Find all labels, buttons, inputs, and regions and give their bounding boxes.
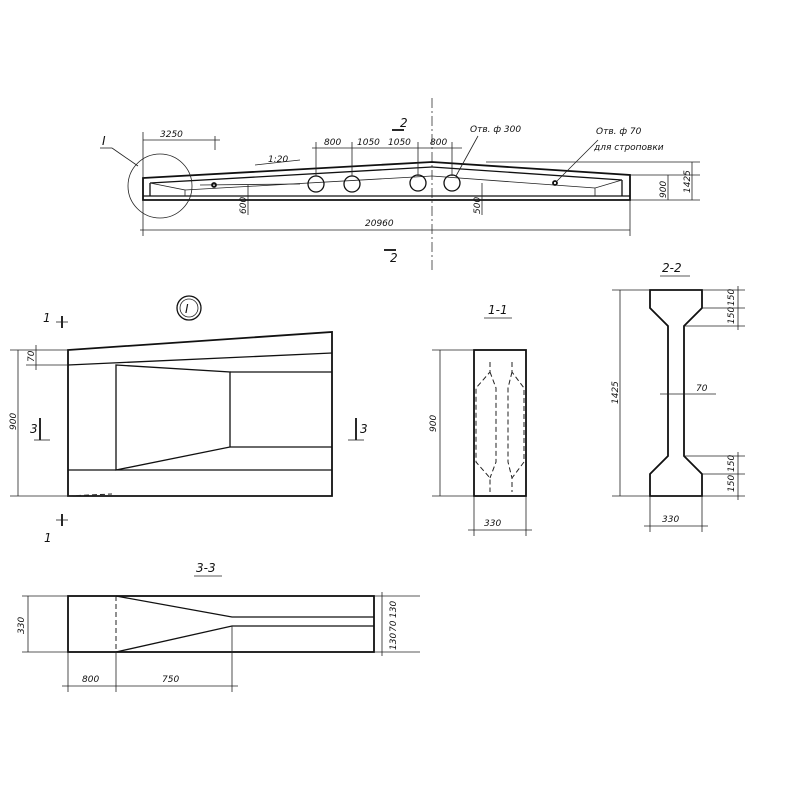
slope-label: 1:20 [268, 155, 288, 165]
cut-3-label-right: 3 [360, 422, 368, 436]
section-2-label-top: 2 [400, 116, 408, 130]
note-hole-70-purpose: для строповки [593, 143, 664, 153]
hidden-inner-right [507, 371, 513, 479]
dim-1425-section2: 1425 [611, 381, 621, 404]
dim-900-section1: 900 [429, 415, 439, 432]
web-taper-top [115, 595, 374, 618]
hidden-web-left [475, 362, 491, 492]
section-1-1: 1-1 900 330 [429, 303, 532, 536]
cut-3-label-left: 3 [30, 422, 38, 436]
dim-150-bottom-chamfer: 150 [727, 455, 737, 472]
detail-circle [127, 153, 193, 219]
dim-70-detail: 70 [27, 350, 37, 362]
section-3-3: 3-3 330 130 70 130 800 750 [17, 561, 420, 692]
cut-1-label-top: 1 [43, 311, 51, 325]
detail-callout-label: I [102, 134, 106, 148]
cut-1-label-bottom: 1 [44, 531, 52, 545]
dim-800-left: 800 [324, 138, 341, 148]
dim-330-section2: 330 [662, 515, 679, 525]
note-hole-70: Отв. ф 70 [596, 127, 642, 137]
dim-330-section1: 330 [484, 519, 501, 529]
dim-150-top: 150 [727, 289, 737, 306]
section-2-2: 2-2 1425 150 150 150 150 70 330 [611, 261, 745, 532]
detail-leader [111, 147, 139, 167]
dim-750-section3: 750 [162, 675, 179, 685]
beam-top-flange [149, 166, 433, 184]
dim-800-section3: 800 [82, 675, 99, 685]
detail-flange-line [67, 352, 333, 366]
section-3-3-outline [67, 595, 375, 653]
dim-500: 500 [473, 197, 483, 214]
detail-view: I 1 1 3 3 900 70 [9, 295, 368, 545]
web-line [431, 175, 596, 189]
hidden-inner-left [489, 371, 497, 479]
dim-900-end: 900 [659, 181, 669, 198]
note-hole-300: Отв. ф 300 [470, 125, 521, 135]
dim-20960: 20960 [365, 219, 394, 229]
dim-70-web: 70 [696, 384, 708, 394]
end-pocket-left [149, 182, 186, 196]
dim-150-top-chamfer: 150 [727, 307, 737, 324]
dim-130-top: 130 [389, 601, 399, 618]
hole-300-2 [343, 175, 361, 193]
section-2-2-title: 2-2 [662, 261, 682, 275]
dim-1050-right: 1050 [388, 138, 411, 148]
hole-300-1 [307, 175, 325, 193]
main-elevation: I 3250 800 1050 1050 800 1:20 2 2 Отв. ф… [100, 98, 700, 270]
section-2-label-bottom: 2 [390, 251, 398, 265]
dim-150-bottom: 150 [727, 475, 737, 492]
note-leader [556, 139, 599, 182]
lifting-hole-left [211, 182, 217, 188]
lifting-hole-right [552, 180, 558, 186]
dim-130-bottom: 130 [389, 633, 399, 650]
detail-pocket [115, 364, 231, 471]
detail-hidden-line [67, 493, 113, 497]
detail-title: I [185, 302, 189, 316]
hole-300-3 [409, 174, 427, 192]
end-pocket-right [594, 179, 623, 196]
note-leader [455, 135, 479, 177]
dim-1050-left: 1050 [357, 138, 380, 148]
i-beam-section [649, 289, 703, 497]
dim-900-detail: 900 [9, 413, 19, 430]
dim-800-right: 800 [430, 138, 447, 148]
dim-3250: 3250 [160, 130, 183, 140]
dim-1425-mid: 1425 [683, 170, 693, 193]
dim-70-mid: 70 [389, 620, 399, 632]
detail-outline [67, 331, 333, 497]
section-1-1-outline [473, 349, 527, 497]
hidden-web-right [511, 362, 525, 492]
section-3-3-title: 3-3 [196, 561, 216, 575]
section-1-1-title: 1-1 [488, 303, 508, 317]
detail-title-circle [176, 295, 202, 321]
beam-top-flange [431, 166, 623, 181]
web-taper-bottom [115, 625, 374, 653]
dim-600: 600 [239, 197, 249, 214]
slope-arrow [254, 159, 301, 166]
detail-title-circle-inner [179, 298, 199, 318]
dim-330-section3: 330 [17, 617, 27, 634]
